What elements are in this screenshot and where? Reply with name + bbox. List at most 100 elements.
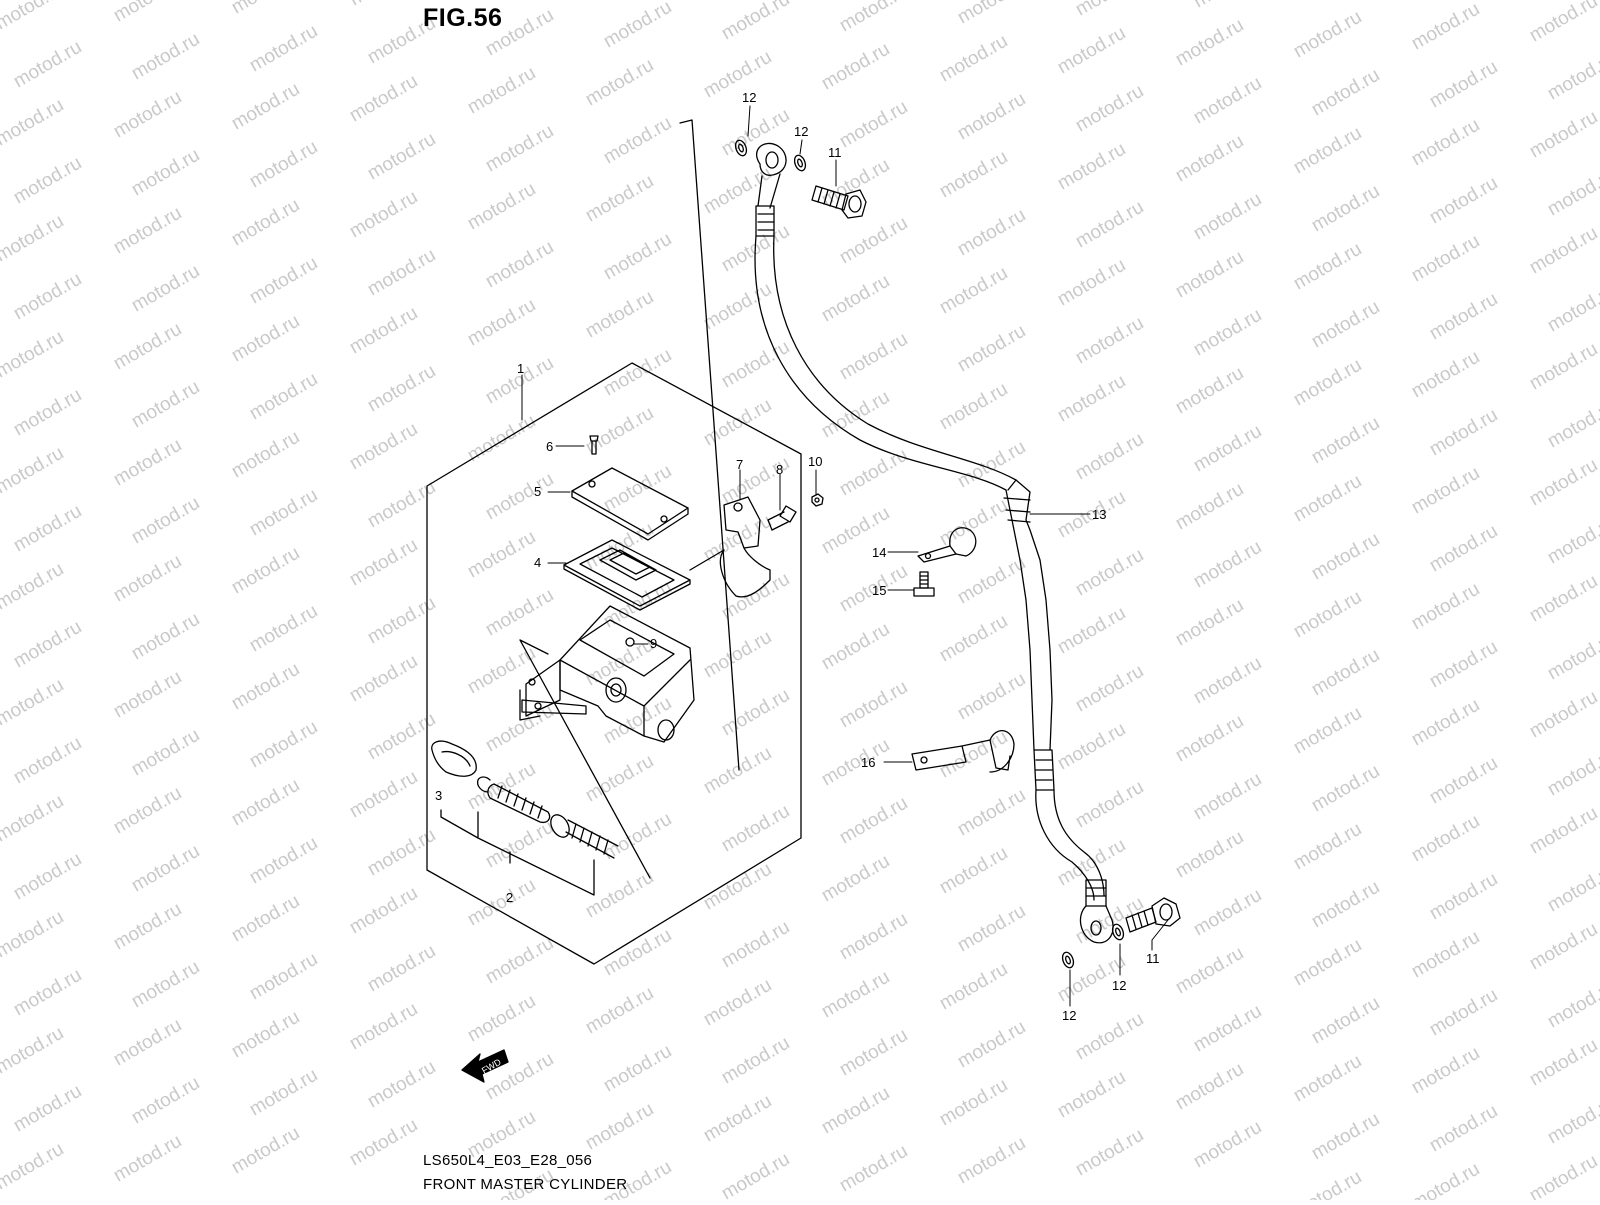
- watermark-text: motod.ru: [818, 155, 893, 211]
- callout-15: 15: [872, 583, 886, 598]
- watermark-text: motod.ru: [10, 617, 85, 673]
- watermark-text: motod.ru: [10, 153, 85, 209]
- watermark-text: motod.ru: [1308, 877, 1383, 933]
- watermark-text: motod.ru: [228, 891, 303, 947]
- watermark-text: motod.ru: [128, 957, 203, 1013]
- watermark-text: motod.ru: [954, 1017, 1029, 1073]
- watermark-text: motod.ru: [1190, 73, 1265, 129]
- watermark-text: motod.ru: [110, 203, 185, 259]
- watermark-text: motod.ru: [1426, 869, 1501, 925]
- watermark-text: motod.ru: [936, 727, 1011, 783]
- watermark-text: motod.ru: [1426, 289, 1501, 345]
- watermark-text: motod.ru: [1190, 1117, 1265, 1173]
- watermark-text: motod.ru: [128, 29, 203, 85]
- watermark-text: motod.ru: [1426, 521, 1501, 577]
- washer-part-12-upper-b-inner: [797, 158, 803, 168]
- watermark-text: motod.ru: [1190, 1001, 1265, 1057]
- watermark-text: motod.ru: [1172, 595, 1247, 651]
- watermark-text: motod.ru: [1526, 455, 1600, 511]
- watermark-text: motod.ru: [700, 279, 775, 335]
- watermark-text: motod.ru: [936, 31, 1011, 87]
- watermark-text: motod.ru: [936, 1075, 1011, 1131]
- watermark-text: motod.ru: [346, 419, 421, 475]
- callout-12-lower-a: 12: [1062, 1008, 1076, 1023]
- watermark-text: motod.ru: [1308, 413, 1383, 469]
- watermark-text: motod.ru: [1308, 993, 1383, 1049]
- watermark-text: motod.ru: [110, 1015, 185, 1071]
- watermark-text: motod.ru: [1172, 131, 1247, 187]
- watermark-text: motod.ru: [1526, 223, 1600, 279]
- watermark-text: motod.ru: [346, 303, 421, 359]
- washer-part-12-lower-b: [1111, 923, 1125, 941]
- watermark-text: motod.ru: [110, 667, 185, 723]
- watermark-text: motod.ru: [1544, 977, 1600, 1033]
- watermark-text: motod.ru: [1072, 313, 1147, 369]
- watermark-text: motod.ru: [10, 733, 85, 789]
- watermark-text: motod.ru: [1054, 603, 1129, 659]
- watermark-text: motod.ru: [364, 361, 439, 417]
- watermark-text: motod.ru: [246, 601, 321, 657]
- watermark-text: motod.ru: [1544, 629, 1600, 685]
- watermark-text: motod.ru: [228, 775, 303, 831]
- watermark-text: motod.ru: [1426, 173, 1501, 229]
- watermark-text: motod.ru: [1426, 985, 1501, 1041]
- lever-holder-part-7: [689, 496, 771, 598]
- watermark-text: motod.ru: [346, 767, 421, 823]
- watermark-text: motod.ru: [228, 427, 303, 483]
- watermark-text: motod.ru: [954, 1133, 1029, 1189]
- watermark-text: motod.ru: [228, 311, 303, 367]
- washer-part-12-lower-b-inner: [1115, 927, 1121, 937]
- watermark-text: motod.ru: [936, 495, 1011, 551]
- banjo-bolt-part-11-lower: [1125, 897, 1181, 933]
- watermark-text: motod.ru: [464, 0, 539, 2]
- watermark-text: motod.ru: [1190, 305, 1265, 361]
- callout-9: 9: [650, 636, 657, 651]
- watermark-text: motod.ru: [246, 717, 321, 773]
- watermark-text: motod.ru: [954, 0, 1029, 28]
- watermark-text: motod.ru: [228, 79, 303, 135]
- watermark-text: motod.ru: [246, 253, 321, 309]
- watermark-text: motod.ru: [836, 793, 911, 849]
- callout-6: 6: [546, 439, 553, 454]
- watermark-text: motod.ru: [128, 145, 203, 201]
- watermark-text: motod.ru: [482, 121, 557, 177]
- watermark-text: motod.ru: [1408, 1159, 1483, 1200]
- callout-7: 7: [736, 457, 743, 472]
- watermark-text: motod.ru: [1526, 687, 1600, 743]
- watermark-text: motod.ru: [1408, 1043, 1483, 1099]
- watermark-text: motod.ru: [346, 651, 421, 707]
- watermark-text: motod.ru: [464, 411, 539, 467]
- watermark-text: motod.ru: [1072, 197, 1147, 253]
- nut-part-10: [811, 493, 824, 507]
- watermark-text: motod.ru: [1054, 23, 1129, 79]
- watermark-text: motod.ru: [364, 709, 439, 765]
- watermark-text: motod.ru: [10, 849, 85, 905]
- callout-3: 3: [435, 788, 442, 803]
- watermark-text: motod.ru: [718, 105, 793, 161]
- watermark-text: motod.ru: [1544, 1093, 1600, 1149]
- watermark-text: motod.ru: [718, 0, 793, 44]
- watermark-text: motod.ru: [1526, 1151, 1600, 1200]
- watermark-text: motod.ru: [718, 1033, 793, 1089]
- callout-11-lower: 11: [1146, 951, 1160, 966]
- watermark-text: motod.ru: [600, 925, 675, 981]
- watermark-text: motod.ru: [464, 179, 539, 235]
- watermark-text: motod.ru: [1190, 537, 1265, 593]
- watermark-text: motod.ru: [1408, 695, 1483, 751]
- watermark-text: motod.ru: [1308, 529, 1383, 585]
- watermark-text: motod.ru: [954, 553, 1029, 609]
- watermark-text: motod.ru: [1190, 189, 1265, 245]
- watermark-text: motod.ru: [1426, 1101, 1501, 1157]
- watermark-text: motod.ru: [954, 785, 1029, 841]
- watermark-text: motod.ru: [936, 379, 1011, 435]
- washer-part-12-upper-a-inner: [738, 143, 744, 153]
- watermark-text: motod.ru: [346, 0, 421, 10]
- watermark-text: motod.ru: [718, 801, 793, 857]
- forward-direction-arrow: [461, 1049, 509, 1083]
- watermark-text: motod.ru: [110, 899, 185, 955]
- watermark-text: motod.ru: [110, 783, 185, 839]
- watermark-text: motod.ru: [718, 917, 793, 973]
